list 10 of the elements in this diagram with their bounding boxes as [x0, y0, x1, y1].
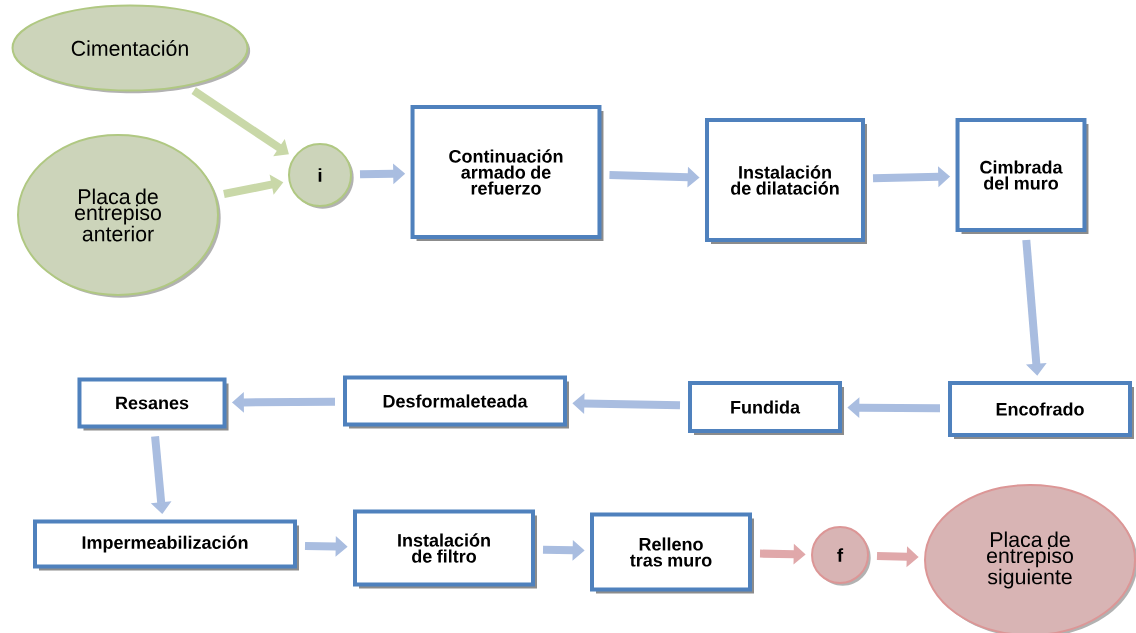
process-box: Impermeabilización	[33, 519, 299, 571]
process-box: Relleno tras muro	[590, 512, 754, 594]
process-box: Fundida	[688, 381, 844, 435]
process-box: Instalación de filtro	[353, 509, 537, 589]
process-box: Resanes	[77, 377, 229, 431]
process-box: Encofrado	[948, 381, 1134, 439]
process-box: Continuación armado de refuerzo	[410, 105, 604, 241]
process-box: Desformaleteada	[343, 375, 569, 429]
process-box: Instalación de dilatación	[705, 118, 867, 244]
process-box: Cimbrada del muro	[955, 118, 1089, 234]
